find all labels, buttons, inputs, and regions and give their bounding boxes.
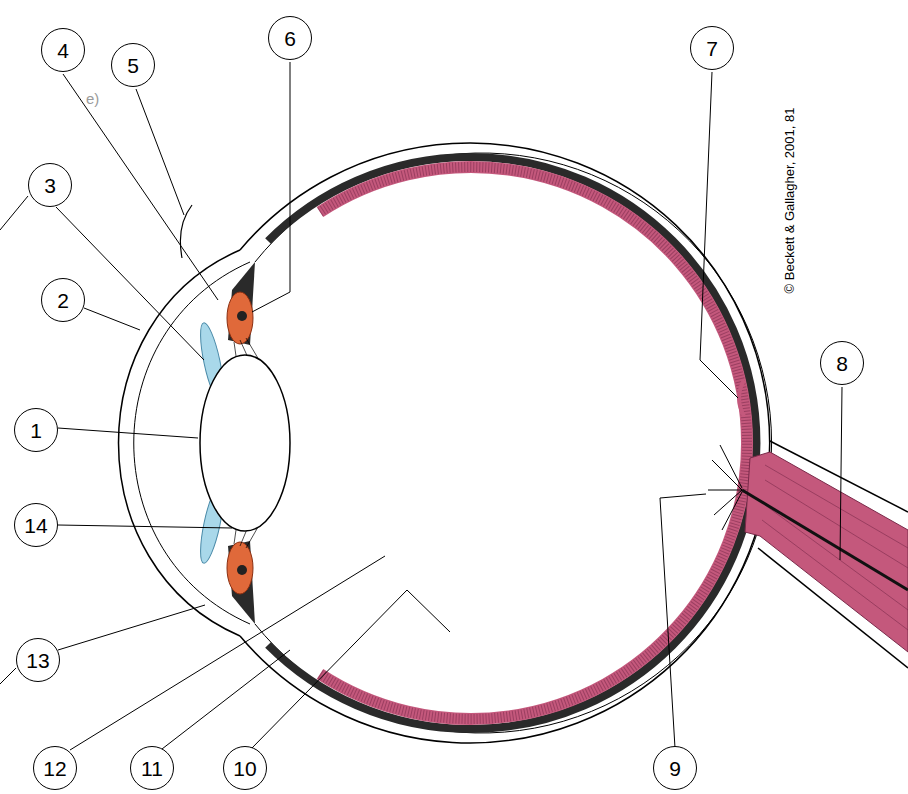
callout-number: 11 <box>141 758 163 779</box>
optic-nerve <box>745 452 908 652</box>
callout-circle: 11 <box>130 746 174 790</box>
callout-number: 5 <box>127 55 139 76</box>
callout-circle: 3 <box>28 163 72 207</box>
callout-number: 14 <box>24 515 47 536</box>
ciliary-dot <box>237 565 247 575</box>
callout-circle: 12 <box>33 746 77 790</box>
lens <box>200 355 290 531</box>
callout-circle: 10 <box>223 746 267 790</box>
ciliary-dot <box>237 311 247 321</box>
callout-circle: 2 <box>41 278 85 322</box>
sclera <box>240 143 770 743</box>
callout-number: 10 <box>233 758 256 779</box>
callout-circle: 5 <box>111 43 155 87</box>
callout-circle: 7 <box>690 26 734 70</box>
ciliary-base <box>228 262 255 345</box>
callout-circle: 8 <box>820 341 864 385</box>
conjunctiva <box>180 205 192 258</box>
callout-number: 13 <box>26 650 49 671</box>
callout-circle: 6 <box>268 16 312 60</box>
cut-text: e) <box>86 90 99 107</box>
retina-texture <box>320 167 747 719</box>
callout-circle: 9 <box>653 746 697 790</box>
callout-number: 9 <box>669 758 681 779</box>
central-artery <box>742 490 908 590</box>
callout-circle: 13 <box>16 638 60 682</box>
ciliary-body <box>227 292 253 344</box>
choroid <box>268 157 756 729</box>
callout-number: 6 <box>284 28 296 49</box>
callout-circle: 4 <box>41 28 85 72</box>
ciliary-body <box>227 542 253 594</box>
retina <box>320 167 747 719</box>
callout-number: 4 <box>57 40 69 61</box>
sclera-inner <box>255 153 772 733</box>
disc-vessels <box>708 445 742 530</box>
callout-number: 8 <box>836 353 848 374</box>
callout-number: 12 <box>43 758 66 779</box>
callout-number: 1 <box>30 420 42 441</box>
callout-number: 2 <box>57 290 69 311</box>
callout-circle: 1 <box>14 408 58 452</box>
leader-lines <box>0 62 842 750</box>
callout-number: 3 <box>44 175 56 196</box>
callout-circle: 14 <box>14 503 58 547</box>
copyright-note: © Beckett & Gallagher, 2001, 81 <box>782 107 797 293</box>
fovea <box>739 380 744 416</box>
ciliary-base <box>228 541 255 624</box>
callout-number: 7 <box>706 38 718 59</box>
